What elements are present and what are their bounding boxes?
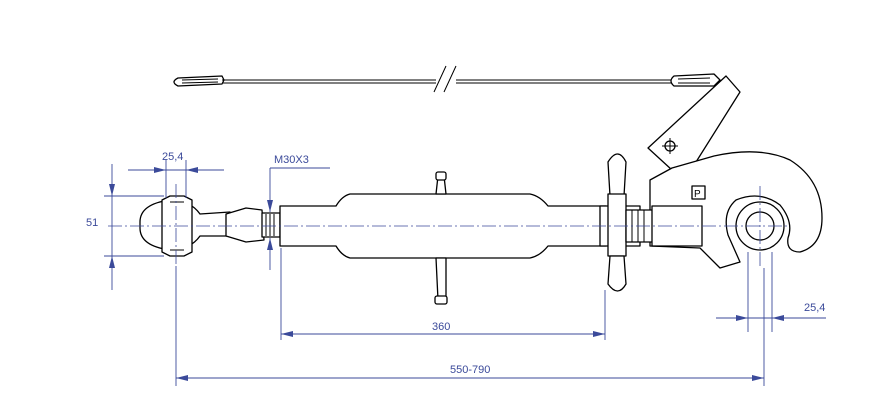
dimension-body-length: 360 [280, 248, 606, 340]
dimension-total-length: 550-790 [175, 266, 765, 386]
hitch-marker-label: P [694, 189, 701, 200]
center-lines [108, 184, 790, 268]
dimension-label-pin-left: 25,4 [162, 151, 183, 163]
dimension-pin-diameter-right: 25,4 [716, 252, 826, 332]
top-link-body [279, 153, 703, 305]
release-cable [173, 65, 721, 93]
dimension-label-total-length: 550-790 [450, 364, 490, 376]
dimension-ball-width: 51 [86, 164, 164, 290]
dimension-thread: M30X3 [267, 154, 330, 270]
dimension-label-thread: M30X3 [274, 154, 309, 166]
dimension-label-pin-right: 25,4 [804, 302, 825, 314]
dimension-pin-diameter-left: 25,4 [128, 151, 224, 198]
dimension-label-ball-width: 51 [86, 217, 98, 229]
dimension-label-body-length: 360 [432, 321, 450, 333]
